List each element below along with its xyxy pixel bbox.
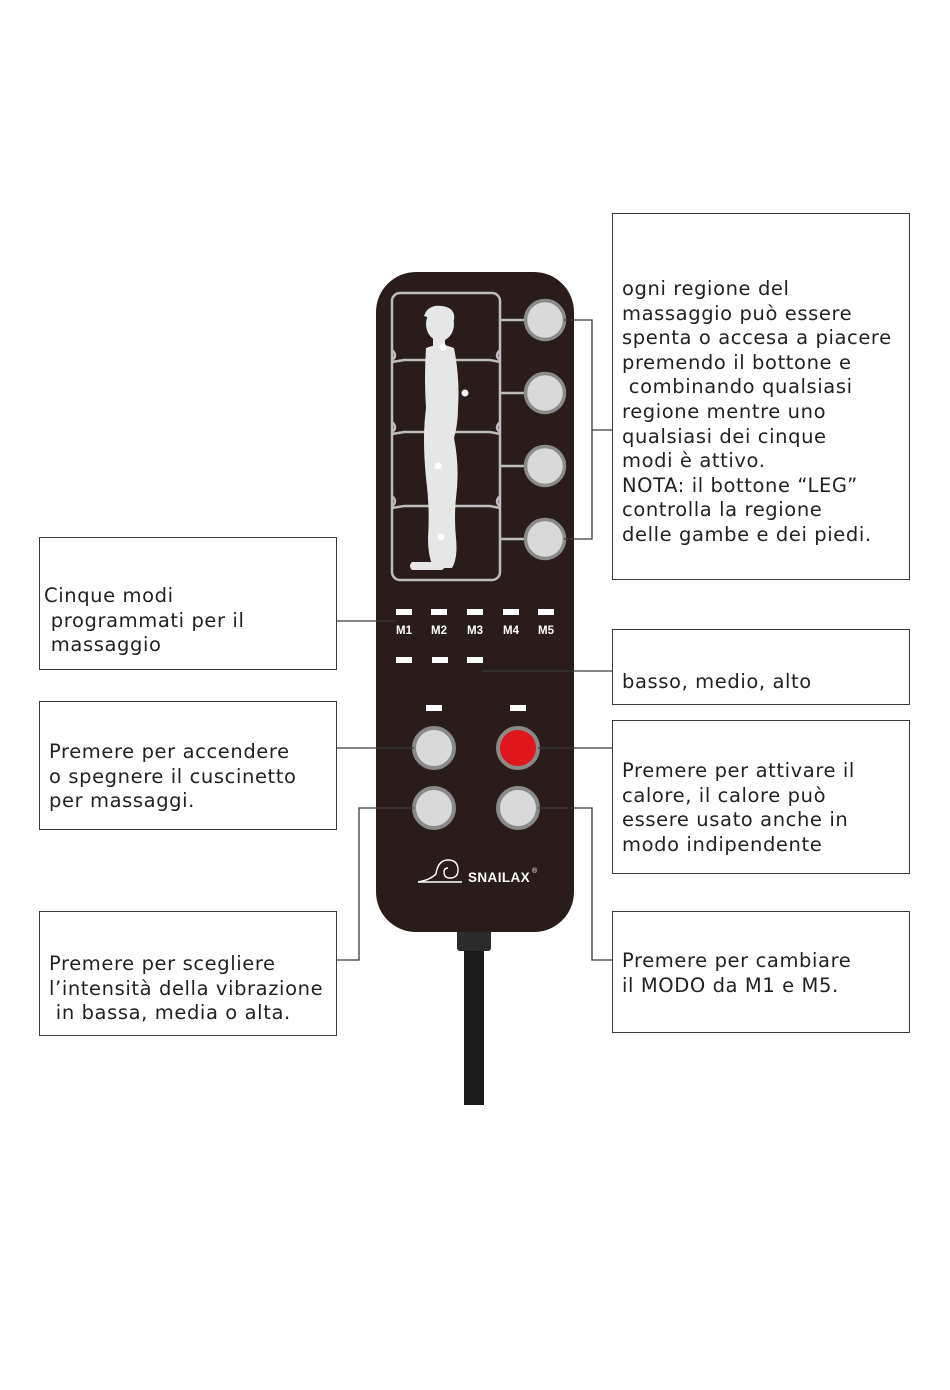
- heat-annotation-box: Premere per attivare il calore, il calor…: [612, 720, 910, 874]
- region-buttons: [523, 298, 567, 561]
- vibration-intensity-button[interactable]: [412, 786, 456, 830]
- body-region-frame: [390, 291, 502, 582]
- region-button-2[interactable]: [523, 371, 567, 415]
- region-button-1[interactable]: [523, 298, 567, 342]
- vibration-annotation-box: Premere per scegliere l’intensità della …: [39, 911, 337, 1036]
- snailax-logo-icon: [417, 859, 462, 883]
- remote-body: [376, 272, 574, 932]
- mode-label-m3: M3: [467, 625, 483, 637]
- region-dots: [434, 343, 469, 541]
- mode-label-m5: M5: [538, 625, 555, 637]
- intensity-indicator-lights: [396, 657, 483, 663]
- region-button-3[interactable]: [523, 444, 567, 488]
- mode-label-m4: M4: [503, 625, 520, 637]
- modes-annotation-text: Cinque modi programmati per il massaggio: [44, 584, 245, 657]
- leader-lines: [336, 319, 612, 961]
- intensity-levels-annotation-box: basso, medio, alto: [612, 629, 910, 705]
- vibration-annotation-text: Premere per scegliere l’intensità della …: [49, 952, 324, 1025]
- heat-indicator-light: [510, 705, 526, 711]
- mode-indicator-lights: [396, 609, 554, 615]
- intensity-levels-annotation-text: basso, medio, alto: [622, 670, 812, 693]
- human-figure-icon: [410, 305, 459, 570]
- leg-region-button[interactable]: [523, 517, 567, 561]
- regions-annotation-text: ogni regione del massaggio può essere sp…: [622, 277, 892, 546]
- mode-label-m1: M1: [396, 625, 413, 637]
- power-annotation-box: Premere per accendere o spegnere il cusc…: [39, 701, 337, 830]
- region-connectors: [500, 318, 526, 541]
- mode-label-m2: M2: [431, 625, 447, 637]
- mode-change-annotation-box: Premere per cambiare il MODO da M1 e M5.: [612, 911, 910, 1033]
- power-indicator-light: [426, 705, 442, 711]
- modes-annotation-box: Cinque modi programmati per il massaggio: [39, 537, 337, 670]
- regions-annotation-box: ogni regione del massaggio può essere sp…: [612, 213, 910, 580]
- brand-name: SNAILAX: [468, 870, 530, 885]
- heat-annotation-text: Premere per attivare il calore, il calor…: [622, 759, 855, 856]
- mode-button[interactable]: [496, 786, 540, 830]
- power-annotation-text: Premere per accendere o spegnere il cusc…: [49, 740, 297, 813]
- registered-mark: ®: [532, 867, 538, 875]
- remote-cable: [464, 925, 484, 1105]
- heat-button[interactable]: [496, 726, 540, 770]
- mode-change-annotation-text: Premere per cambiare il MODO da M1 e M5.: [622, 949, 852, 997]
- power-button[interactable]: [412, 726, 456, 770]
